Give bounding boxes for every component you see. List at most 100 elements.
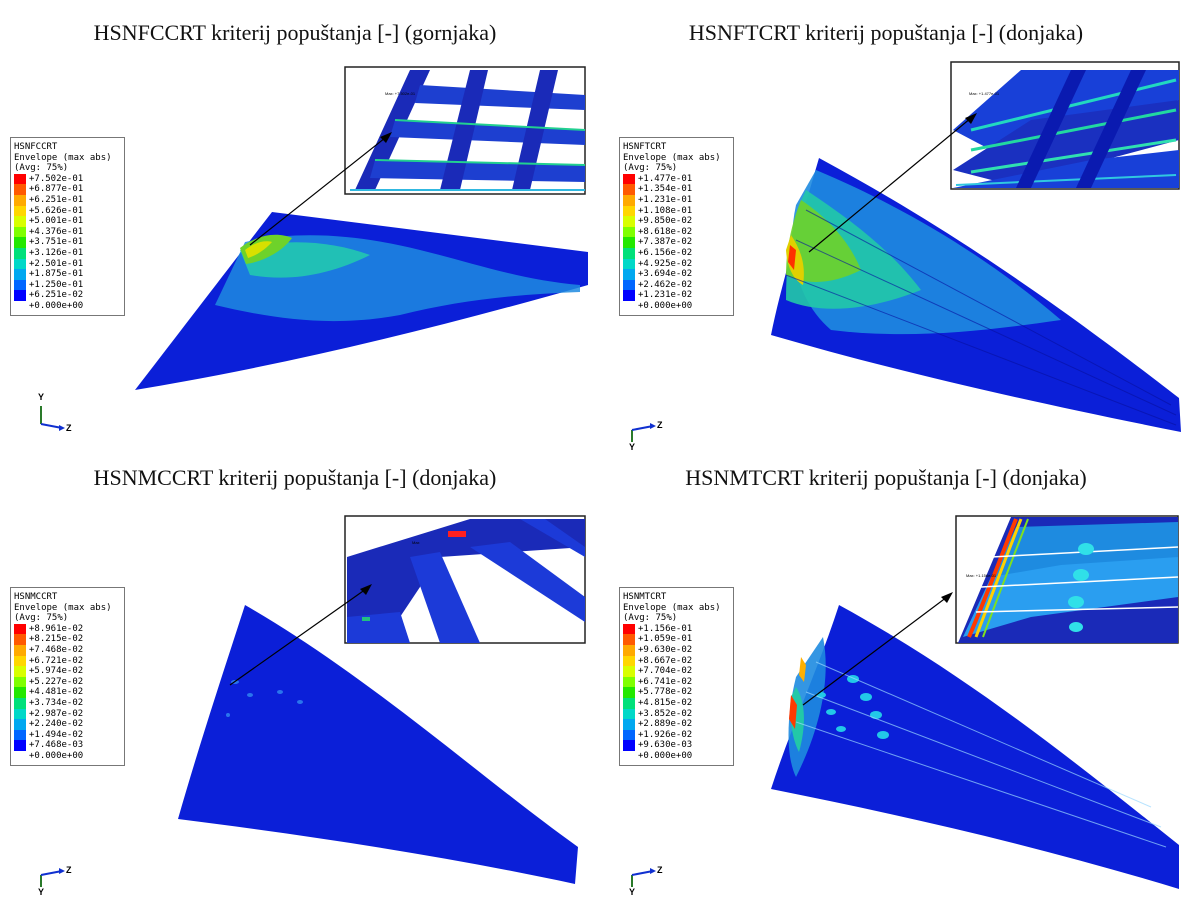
legend-row: +7.502e-01 [14, 173, 121, 185]
callout-arrow [249, 137, 386, 246]
max-label: Max: +1.477e-01 [969, 91, 1000, 96]
legend-tick-label: +0.000e+00 [638, 300, 693, 311]
legend-tick-label: +1.494e-02 [29, 729, 84, 740]
legend-tick-label: +4.376e-01 [29, 226, 84, 237]
legend-swatch [14, 740, 26, 751]
legend-avg: (Avg: 75%) [623, 163, 678, 174]
rib-lines [785, 209, 1177, 426]
panel-hsnfccrt: HSNFCCRT kriterij popuštanja [-] (gornja… [0, 0, 590, 447]
legend-swatch [623, 634, 635, 645]
legend-tick-label: +1.231e-02 [638, 290, 693, 301]
legend-tick-label: +8.618e-02 [638, 226, 693, 237]
legend-tick-label: +4.481e-02 [29, 687, 84, 698]
legend-swatch [14, 194, 26, 206]
max-label: Max [412, 540, 420, 545]
legend-tick-label: +4.815e-02 [638, 697, 693, 708]
legend-tick-label: +4.925e-02 [638, 258, 693, 269]
legend-row: +1.354e-01 [623, 184, 730, 195]
legend-swatch [14, 708, 26, 720]
legend-row: +6.741e-02 [623, 676, 730, 688]
legend-subtitle: Envelope (max abs) [14, 602, 112, 613]
legend-swatch [14, 290, 26, 301]
axis-triad: Z Y [621, 855, 663, 897]
legend-tick-label: +8.667e-02 [638, 655, 693, 666]
legend-tick-label: +8.961e-02 [29, 623, 84, 634]
axis-label-z: Z [66, 423, 72, 433]
legend-tick-label: +3.694e-02 [638, 269, 693, 280]
legend-swatch [14, 237, 26, 248]
axis-label-z: Z [657, 420, 663, 430]
legend-tick-label: +5.778e-02 [638, 687, 693, 698]
legend-tick-label: +6.877e-01 [29, 184, 84, 195]
axis-triad: Y Z [30, 392, 72, 433]
legend-tick-label: +1.059e-01 [638, 634, 693, 645]
legend-swatch [623, 740, 635, 751]
legend-swatch [14, 205, 26, 217]
legend-row: +0.000e+00 [14, 751, 121, 762]
legend-swatch [14, 666, 26, 677]
legend-tick-label: +6.251e-01 [29, 194, 84, 205]
inset-structure [953, 70, 1179, 188]
legend-tick-label: +5.974e-02 [29, 666, 84, 677]
stress-hotspot [789, 695, 797, 729]
legend-row: +6.251e-01 [14, 194, 121, 206]
axis-triad: Z Y [30, 855, 72, 897]
legend-row: +0.000e+00 [623, 301, 730, 312]
legend-tick-label: +9.850e-02 [638, 216, 693, 227]
legend-swatch [14, 279, 26, 291]
legend-row: +1.250e-01 [14, 279, 121, 291]
contour-plot: Max [178, 515, 586, 884]
legend-row: +4.481e-02 [14, 687, 121, 698]
legend-tick-label: +0.000e+00 [29, 300, 84, 311]
legend-tick-label: +7.468e-03 [29, 740, 84, 751]
legend-row: +1.477e-01 [623, 173, 730, 185]
panel-hsnmccrt: HSNMCCRT kriterij popuštanja [-] (donjak… [0, 447, 590, 897]
legend-row: +9.850e-02 [623, 216, 730, 227]
legend-row: +3.126e-01 [14, 247, 121, 259]
legend-tick-label: +7.502e-01 [29, 173, 84, 184]
axis-triad: Z Y [621, 410, 663, 452]
legend-swatch [14, 173, 26, 185]
legend-swatch [623, 247, 635, 259]
legend-swatch [14, 719, 26, 730]
legend-tick-label: +8.215e-02 [29, 634, 84, 645]
legend-swatch [14, 655, 26, 667]
legend-avg: (Avg: 75%) [14, 613, 69, 624]
legend-row: +4.925e-02 [623, 258, 730, 270]
axis-label-z: Z [66, 865, 72, 875]
legend-tick-label: +6.721e-02 [29, 655, 84, 666]
legend-swatch [14, 301, 26, 312]
legend-row: +7.704e-02 [623, 666, 730, 677]
legend-swatch [623, 290, 635, 301]
legend-swatch [623, 269, 635, 280]
legend-subtitle: Envelope (max abs) [623, 152, 721, 163]
max-label: Max: +7.502e-01 [385, 91, 416, 96]
legend-tick-label: +1.354e-01 [638, 184, 693, 195]
callout-arrow [808, 117, 972, 253]
stress-hotspot [799, 657, 806, 682]
legend-row: +1.108e-01 [623, 205, 730, 217]
legend-tick-label: +5.626e-01 [29, 205, 84, 216]
color-legend: HSNFTCRT Envelope (max abs) (Avg: 75%) +… [619, 137, 734, 316]
legend-swatch [14, 644, 26, 656]
legend-row: +6.877e-01 [14, 184, 121, 195]
legend-row: +5.626e-01 [14, 205, 121, 217]
legend-swatch [623, 205, 635, 217]
legend-swatch [623, 173, 635, 185]
panel-hsnftcrt: HSNFTCRT kriterij popuštanja [-] (donjak… [591, 0, 1181, 452]
legend-swatch [14, 634, 26, 645]
legend-row: +8.215e-02 [14, 634, 121, 645]
legend-tick-label: +9.630e-02 [638, 644, 693, 655]
axis-label-y: Y [629, 442, 636, 452]
legend-tick-label: +1.231e-01 [638, 194, 693, 205]
legend-row: +9.630e-02 [623, 644, 730, 656]
legend-row: +1.231e-01 [623, 194, 730, 206]
legend-swatch [14, 729, 26, 741]
inset-structure [350, 70, 586, 191]
legend-tick-label: +5.227e-02 [29, 676, 84, 687]
panel-title: HSNFTCRT kriterij popuštanja [-] (donjak… [688, 20, 1084, 45]
legend-swatch [14, 216, 26, 227]
legend-swatch [623, 655, 635, 667]
legend-swatch [623, 719, 635, 730]
legend-tick-label: +0.000e+00 [638, 750, 693, 761]
